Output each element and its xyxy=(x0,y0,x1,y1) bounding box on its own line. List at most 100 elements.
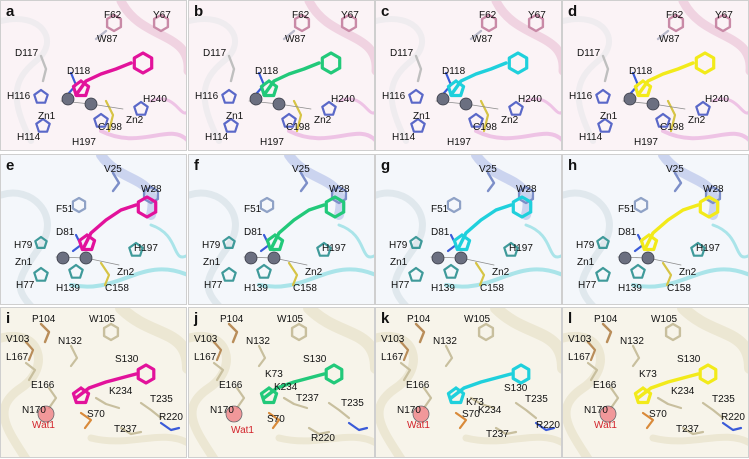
H240-imidazole xyxy=(695,100,711,116)
residue-label-v25: V25 xyxy=(479,164,497,175)
residue-label-wat1: Wat1 xyxy=(594,420,617,431)
W28-sidechain xyxy=(704,185,722,205)
H197-imidazole xyxy=(316,241,332,257)
beta-strand-ribbon xyxy=(471,155,533,220)
helix-ribbon xyxy=(563,331,605,457)
residue-label-h77: H77 xyxy=(578,280,597,291)
Y67-sidechain xyxy=(340,13,358,33)
residue-label-v103: V103 xyxy=(194,334,218,345)
H240-imidazole xyxy=(321,100,337,116)
W105-sidechain xyxy=(664,322,682,342)
residue-label-n132: N132 xyxy=(58,336,82,347)
P104-sidechain xyxy=(227,322,239,344)
loop-ribbon xyxy=(444,267,561,289)
H114-imidazole xyxy=(35,117,51,133)
F62-sidechain xyxy=(480,13,498,33)
residue-label-l167: L167 xyxy=(6,352,29,363)
structure-render xyxy=(563,155,748,304)
V25-sidechain xyxy=(486,171,496,193)
residue-label-h240: H240 xyxy=(143,94,167,105)
residue-label-t237: T237 xyxy=(296,393,319,404)
C198-sidechain xyxy=(292,99,303,133)
ligand-core-ring xyxy=(259,79,279,98)
residue-label-t237: T237 xyxy=(676,424,699,435)
R220-sidechain xyxy=(721,421,743,432)
residue-label-w28: W28 xyxy=(329,184,350,195)
H77-imidazole xyxy=(221,266,237,282)
ligand-core-ring xyxy=(71,79,91,98)
residue-label-n132: N132 xyxy=(620,336,644,347)
H139-imidazole xyxy=(256,263,272,279)
residue-label-zn1: Zn1 xyxy=(390,257,408,268)
residue-label-n132: N132 xyxy=(433,336,457,347)
panel-label: i xyxy=(6,310,11,327)
residue-label-h197: H197 xyxy=(509,243,533,254)
zinc-ion-2 xyxy=(459,97,473,111)
W28-sidechain xyxy=(330,185,348,205)
residue-label-w87: W87 xyxy=(659,34,680,45)
panel-label: e xyxy=(6,157,15,174)
structure-render xyxy=(189,308,374,457)
residue-label-h197: H197 xyxy=(72,137,96,148)
S70-sidechain xyxy=(454,411,468,430)
T235-sidechain xyxy=(327,401,351,420)
residue-label-v103: V103 xyxy=(381,334,405,345)
H77-imidazole xyxy=(595,266,611,282)
residue-label-p104: P104 xyxy=(407,314,431,325)
H116-imidazole xyxy=(408,88,424,104)
residue-label-d81: D81 xyxy=(431,227,450,238)
residue-label-y67: Y67 xyxy=(341,10,359,21)
beta-strand-ribbon xyxy=(658,155,720,220)
loop-ribbon xyxy=(649,433,748,446)
H240-imidazole xyxy=(133,100,149,116)
panel-label: l xyxy=(568,310,573,327)
residue-label-v103: V103 xyxy=(568,334,592,345)
ligand-core-ring xyxy=(259,386,279,405)
residue-label-k234: K234 xyxy=(478,405,502,416)
residue-label-h79: H79 xyxy=(14,240,33,251)
panel-label: c xyxy=(381,3,390,20)
zinc-ion-2 xyxy=(454,251,468,265)
ligand-aryl-ring xyxy=(511,195,533,219)
C198-sidechain xyxy=(666,99,677,133)
L167-sidechain xyxy=(212,361,225,382)
beta-strand-ribbon xyxy=(284,155,346,220)
residue-label-s70: S70 xyxy=(462,409,480,420)
W87-sidechain xyxy=(94,29,108,41)
structure-render xyxy=(563,308,748,457)
residue-label-zn1: Zn1 xyxy=(203,257,221,268)
beta-strand-ribbon xyxy=(304,1,374,76)
residue-label-d81: D81 xyxy=(244,227,263,238)
residue-label-t237: T237 xyxy=(114,424,137,435)
C158-sidechain xyxy=(474,261,486,287)
ligand-linker xyxy=(449,61,508,97)
ligand-aryl-ring xyxy=(324,363,344,385)
T235-sidechain xyxy=(701,401,725,420)
residue-label-zn2: Zn2 xyxy=(501,115,519,126)
structure-render xyxy=(1,1,186,150)
residue-label-w105: W105 xyxy=(89,314,116,325)
residue-label-v25: V25 xyxy=(104,164,122,175)
residue-label-s130: S130 xyxy=(504,383,528,394)
L167-sidechain xyxy=(399,361,412,382)
residue-label-zn2: Zn2 xyxy=(126,115,144,126)
N132-sidechain xyxy=(257,344,267,368)
residue-label-d117: D117 xyxy=(577,48,601,59)
H114-imidazole xyxy=(223,117,239,133)
zinc-ion-2 xyxy=(79,251,93,265)
residue-label-h114: H114 xyxy=(392,132,416,143)
residue-label-f51: F51 xyxy=(618,204,636,215)
residue-label-w28: W28 xyxy=(703,184,724,195)
panel-label: g xyxy=(381,157,391,174)
ligand-aryl-ring xyxy=(698,363,718,385)
residue-label-f62: F62 xyxy=(666,10,684,21)
residue-label-s130: S130 xyxy=(115,354,139,365)
V25-sidechain xyxy=(299,171,309,193)
residue-label-c198: C198 xyxy=(98,122,122,133)
ligand-aryl-ring xyxy=(136,195,158,219)
residue-label-d118: D118 xyxy=(255,66,279,77)
residue-label-h114: H114 xyxy=(579,132,603,143)
residue-label-h77: H77 xyxy=(204,280,223,291)
zinc-ion-2 xyxy=(84,97,98,111)
